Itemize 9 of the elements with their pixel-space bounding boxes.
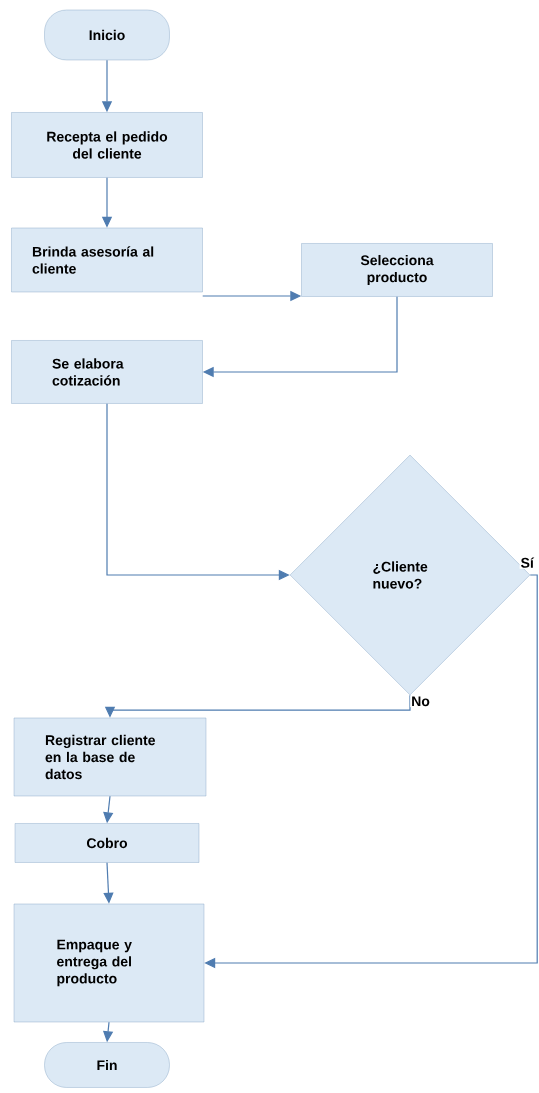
process-box: Se elabora cotización [11, 340, 203, 404]
edge-label: No [410, 695, 431, 708]
process-box: Cobro [14, 823, 200, 863]
edge-label: Sí [519, 556, 535, 569]
process-box: Empaque y entrega del producto [13, 903, 205, 1023]
process-box: Brinda asesoría al cliente [11, 227, 203, 293]
process-box: Registrar cliente en la base de datos [13, 717, 207, 797]
process-box: Selecciona producto [301, 243, 493, 297]
process-box: Recepta el pedido del cliente [11, 112, 203, 178]
